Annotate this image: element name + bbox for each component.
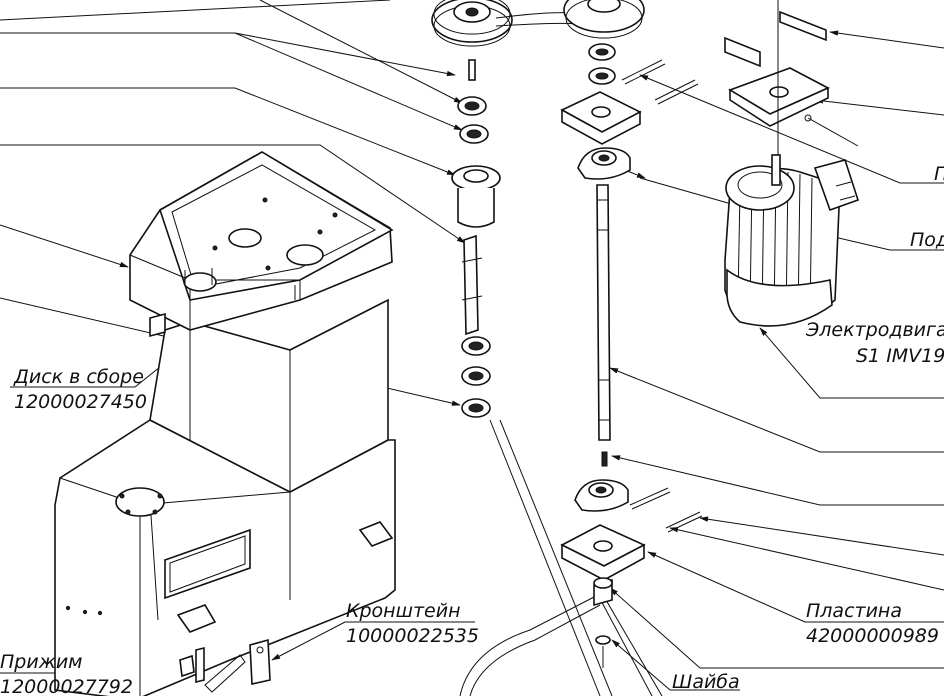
label-disk-assembly-name: Диск в сборе (13, 366, 144, 388)
clamp-parts (179, 638, 271, 693)
labels: Диск в сборе 12000027450 Кронштейн 10000… (0, 163, 944, 696)
label-bracket-code: 10000022535 (346, 625, 479, 647)
label-clamp-name: Прижим (0, 651, 83, 673)
label-motor-line2: S1 IMV19/ (856, 345, 944, 367)
label-partial-p: П (934, 163, 944, 185)
right-shaft-stack (560, 0, 703, 668)
label-plate-code: 42000000989 (806, 625, 939, 647)
center-shaft-stack (431, 0, 513, 418)
label-washer-name: Шайба (672, 671, 740, 693)
label-plate-name: Пластина (806, 600, 902, 622)
label-partial-pod: Под (910, 229, 944, 251)
label-motor-line1: Электродвигат (805, 319, 944, 341)
electric-motor (724, 0, 860, 327)
label-clamp-code: 12000027792 (0, 676, 133, 696)
machine-housing (54, 151, 396, 696)
label-disk-assembly-code: 12000027450 (14, 391, 147, 413)
label-bracket-name: Кронштейн (346, 600, 461, 622)
